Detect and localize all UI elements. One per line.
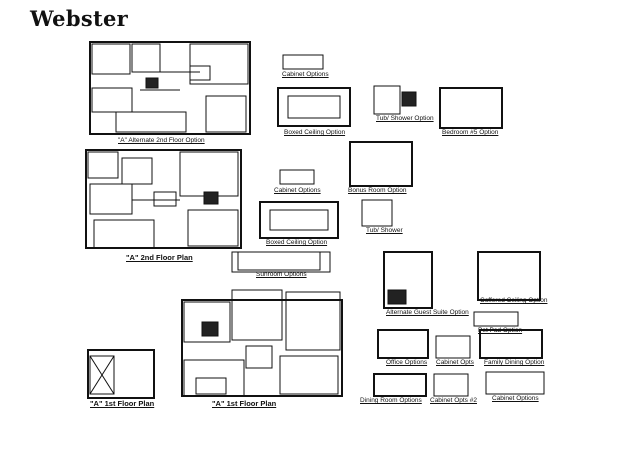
option-label: Bonus Room Option xyxy=(348,187,407,194)
option-label: Alternate Guest Suite Option xyxy=(386,309,469,316)
option-label: Tub/ Shower Option xyxy=(376,115,434,122)
option-label: Tub/ Shower xyxy=(366,227,403,234)
option-label: Boxed Ceiling Option xyxy=(266,239,328,246)
option-label: Pet Pad Option xyxy=(478,327,523,334)
option-label: Dining Room Options xyxy=(360,397,422,404)
2nd-floor-drawing xyxy=(85,149,242,249)
plan-label-alt-2nd-floor: "A" Alternate 2nd Floor Option xyxy=(118,137,205,144)
option-label: Cabinet Options xyxy=(282,71,329,78)
alt-2nd-floor-drawing xyxy=(89,41,251,135)
option-label: Bedroom #5 Option xyxy=(442,129,499,136)
option-thumbnails xyxy=(237,54,545,397)
plan-label-2nd-floor: "A" 2nd Floor Plan xyxy=(126,253,193,262)
option-label: Cabinet Options xyxy=(274,187,321,194)
option-label: Cabinet Options xyxy=(492,395,539,402)
option-label: Cabinet Opts xyxy=(436,359,474,366)
option-label: Boxed Ceiling Option xyxy=(284,129,346,136)
option-label: Coffered Ceiling Option xyxy=(480,297,548,304)
page-title: Webster xyxy=(30,6,128,31)
option-label: Sunroom Options xyxy=(256,271,307,278)
1st-floor-left-drawing xyxy=(87,349,155,399)
plan-label-1st-floor-left: "A" 1st Floor Plan xyxy=(90,399,155,408)
option-label: Family Dining Option xyxy=(484,359,545,366)
option-label: Office Options xyxy=(386,359,428,366)
plan-label-1st-floor-main: "A" 1st Floor Plan xyxy=(212,399,277,408)
option-label: Cabinet Opts #2 xyxy=(430,397,477,404)
